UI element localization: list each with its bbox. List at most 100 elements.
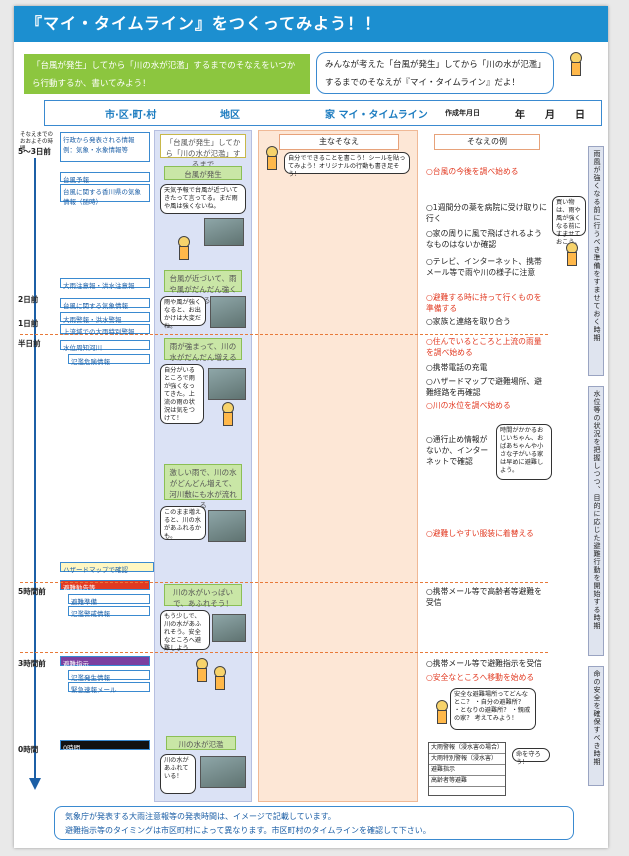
example-item: ○携帯メール等で避難指示を受信 <box>426 659 542 668</box>
kid-illustration <box>174 236 192 262</box>
example-item: ○1週間分の薬を病院に受け取りに行く <box>426 203 547 223</box>
timeline-arrow-line <box>34 158 36 778</box>
kid-illustration <box>562 242 580 268</box>
header-month: 月 <box>545 110 555 121</box>
example-item: ○家族と連絡を取り合う <box>426 317 511 326</box>
example-bubble: 時間がかかるおじいちゃん、おばあちゃんや小さな子がいる家は早めに避難しよう。 <box>496 424 552 480</box>
info-item: 氾濫警戒情報 <box>68 606 150 618</box>
example-item: ○川の水位を調べ始める <box>426 401 511 410</box>
time-column: そなえまでのおおよその時間 <box>20 130 56 802</box>
stage-river-flood: 川の水が氾濫 <box>166 736 236 750</box>
stage-bubble: このまま増えると、川の水があふれるかも。 <box>160 506 206 540</box>
info-item: 緊急速報メール <box>68 682 150 694</box>
example-item: ○テレビ、インターネット、携帯メール等で雨や川の様子に注意 <box>426 257 542 277</box>
time-label: 3時間前 <box>18 659 46 668</box>
family-illustration <box>210 666 228 692</box>
hazard-map-check-button[interactable]: ハザードマップで確認 <box>60 562 154 574</box>
example-item: ○家の周りに風で飛ばされるようなものはないか確認 <box>426 229 542 249</box>
kid-illustration <box>218 402 236 428</box>
time-label: 半日前 <box>18 339 41 348</box>
alert-level-table: 大雨警報（浸水害の場合） 大雨特別警報（浸水害） 避難指示 高齢者等避難 <box>428 742 506 796</box>
header-day: 日 <box>575 110 585 121</box>
intro-speech-bubble: みんなが考えた「台風が発生」してから「川の水が氾濫」するまでのそなえが『マイ・タ… <box>316 52 554 94</box>
my-timeline-column <box>258 130 418 802</box>
info-column-label: 行政から発表される情報例：気象・水象情報等 <box>60 132 150 162</box>
stage-river-overflowing-soon: 川の水がいっぱいで、あふれそう！ <box>164 584 242 608</box>
stage-bubble: 天気予報で台風が近づいてきたって言ってる。まだ雨や風は強くないね。 <box>160 184 246 214</box>
divider <box>20 334 548 335</box>
info-item: 水位周知河川 <box>60 340 150 352</box>
header-home: 家 マイ・タイムライン <box>325 110 428 121</box>
header-district: 地区 <box>220 110 240 121</box>
header-city: 市·区·町·村 <box>105 110 157 121</box>
side-banner-middle: 水位等の状況を把握しつつ、目的に応じた避難行動を開始する時期 <box>588 386 604 656</box>
stage-typhoon-formed: 台風が発生 <box>164 166 242 180</box>
my-column-label: 主なそなえ <box>279 134 399 150</box>
info-item: 氾濫危険情報 <box>68 354 150 366</box>
tv-weather-photo <box>204 218 244 246</box>
example-item: ○携帯電話の充電 <box>426 363 488 372</box>
worksheet: 『マイ・タイムライン』をつくってみよう！！ 「台風が発生」してから「川の水が氾濫… <box>14 6 608 848</box>
time-label: 5時間前 <box>18 587 46 596</box>
table-row: 避難指示 <box>429 765 505 776</box>
side-bubble: 買い物は、雨や風が強くなる前にすませておこう。 <box>552 196 586 246</box>
info-item: 避難勧告等 <box>60 580 150 592</box>
header-year: 年 <box>515 110 525 121</box>
mascot-kid-illustration <box>566 52 584 78</box>
stage-bubble: もう少しで、川の水があふれそう。安全なところへ避難しよう <box>160 610 210 652</box>
table-row: 大雨特別警報（浸水害） <box>429 754 505 765</box>
kid-illustration <box>262 146 280 172</box>
info-item: 大雨注意報・洪水注意報 <box>60 278 150 290</box>
stage-river-rising: 雨が強まって、川の水がだんだん増える <box>164 338 242 362</box>
table-title: 大雨警報（浸水害の場合） <box>429 743 505 754</box>
example-item: ○避難しやすい服装に着替える <box>426 529 534 538</box>
info-item: 台風予報 <box>60 172 150 184</box>
my-timeline-writing-area[interactable] <box>264 182 412 792</box>
example-item: ○ハザードマップで避難場所、避難経路を再確認 <box>426 377 542 397</box>
flood-photo <box>200 756 246 788</box>
kid-illustration <box>432 700 450 726</box>
header-row: 市·区·町·村 地区 家 マイ・タイムライン 作成年月日 年 月 日 <box>44 100 602 126</box>
side-banner-early: 雨風が強くなる前に行うべき準備をすませておく時期 <box>588 146 604 376</box>
intro-instruction: 「台風が発生」してから「川の水が氾濫」するまでのそなえをいつから行動するか、書い… <box>24 54 310 94</box>
stage-bubble: 自分がいるところで雨が強くなってきた。上流の雨の状況は気をつけて！ <box>160 364 204 424</box>
info-item: 台風に関する気象情報 <box>60 298 150 310</box>
example-item: ○通行止め情報がないか、インターネットで確認 <box>426 435 489 466</box>
example-bubble: 命を守ろう！ <box>512 748 550 766</box>
info-item-emergency: 0時間 <box>60 740 150 752</box>
river-photo <box>208 510 246 542</box>
example-item: ○携帯メール等で高齢者等避難を受信 <box>426 587 542 607</box>
note-line: 気象庁が発表する大雨注意報等の発表時間は、イメージで記載しています。 <box>65 812 336 821</box>
divider <box>20 582 548 583</box>
info-item: 避難指示 <box>60 656 150 668</box>
page-title: 『マイ・タイムライン』をつくってみよう！！ <box>14 6 608 42</box>
stage-wind-stronger: 台風が近づいて、雨や風がだんだん強くなる <box>164 270 242 305</box>
example-item: ○安全なところへ移動を始める <box>426 673 535 682</box>
stage-column-label: 「台風が発生」してから「川の水が氾濫」するまで <box>160 134 246 169</box>
info-item: 台風に関する香川県の気象情報（随時） <box>60 184 150 206</box>
time-label: 5～3日前 <box>18 147 51 156</box>
timeline-arrow-head-icon <box>29 778 41 790</box>
example-item: ○住んでいるところと上流の雨量を調べ始める <box>426 337 542 357</box>
time-label: 0時間 <box>18 745 39 754</box>
time-label: 1日前 <box>18 319 39 328</box>
side-banner-late: 命の安全を確保すべき時期 <box>588 666 604 786</box>
info-item: 氾濫発生情報 <box>68 670 150 682</box>
family-illustration <box>192 658 210 684</box>
example-item: ○台風の今後を調べ始める <box>426 167 519 176</box>
example-column-label: そなえの例 <box>434 134 540 150</box>
info-item: 上流域での大雨特別警報 <box>60 324 150 336</box>
time-label: 2日前 <box>18 295 39 304</box>
time-column-label: そなえまでのおおよその時間 <box>20 132 54 152</box>
example-bubble: 安全な避難場所ってどんなとこ？ ・自分の避難所？ ・となりの避難所？ ・親戚の家… <box>450 688 536 730</box>
stage-bubble: 雨や風が強くなると、お出かけは大変だね。 <box>160 296 206 330</box>
info-item: 避難準備 <box>68 594 150 606</box>
table-row: 高齢者等避難 <box>429 776 505 787</box>
my-column-hint: 自分でできることを書こう！シールを貼ってみよう！オリジナルの行動も書き足そう！ <box>284 152 410 178</box>
note-line: 避難指示等のタイミングは市区町村によって異なります。市区町村のタイムラインを確認… <box>65 826 431 835</box>
bottom-note: 気象庁が発表する大雨注意報等の発表時間は、イメージで記載しています。 避難指示等… <box>54 806 574 840</box>
river-photo <box>208 368 246 400</box>
stage-river-swelling: 激しい雨で、川の水がどんどん増えて、河川敷にも水が流れる <box>164 464 242 510</box>
rain-umbrella-photo <box>210 296 246 328</box>
divider <box>20 652 548 653</box>
